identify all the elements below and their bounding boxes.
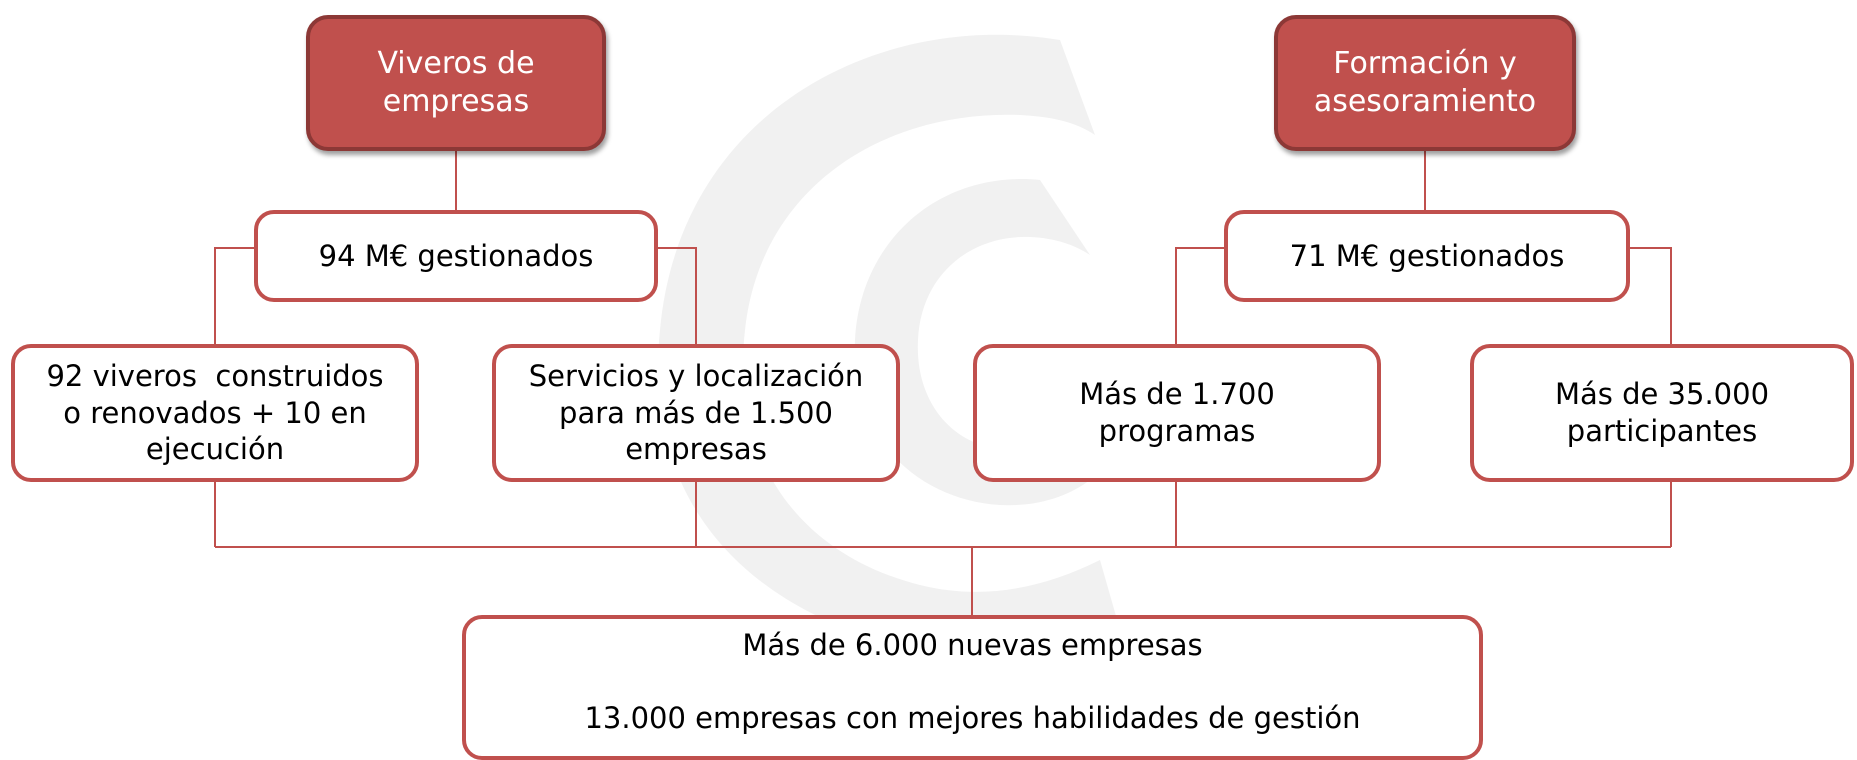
outcome-servicios-line-2: para más de 1.500 (559, 395, 833, 430)
outcome-viveros-line-2: o renovados + 10 en (63, 395, 367, 430)
outcome-viveros-construidos-box: 92 viveros construidos o renovados + 10 … (11, 344, 419, 482)
outcome-viveros-line-1: 92 viveros construidos (46, 358, 384, 393)
connector-94-to-92 (214, 247, 256, 346)
budget-viveros-text: 94 M€ gestionados (318, 238, 594, 273)
outcome-programas-line-1: Más de 1.700 (1079, 377, 1275, 412)
header-formacion-line-1: Formación y (1333, 45, 1517, 81)
outcome-participantes-line-1: Más de 35.000 (1554, 377, 1770, 412)
header-formacion-line-2: asesoramiento (1313, 84, 1537, 119)
outcome-servicios-line-3: empresas (625, 432, 767, 467)
outcome-servicios-box: Servicios y localización para más de 1.5… (492, 344, 900, 482)
header-viveros-line-1: Viveros de (377, 45, 535, 81)
connector-94-to-servicios (656, 247, 697, 346)
result-line-2: 13.000 empresas con mejores habilidades … (584, 700, 1361, 735)
watermark-c-inner (854, 179, 1090, 506)
header-viveros-line-2: empresas (382, 84, 530, 119)
budget-viveros-box: 94 M€ gestionados (254, 210, 658, 302)
budget-formacion-box: 71 M€ gestionados (1224, 210, 1630, 302)
outcome-viveros-line-3: ejecución (145, 432, 285, 467)
outcome-participantes-box: Más de 35.000 participantes (1470, 344, 1854, 482)
header-formacion-y-asesoramiento: Formación y asesoramiento (1274, 15, 1576, 151)
connector-71-to-1700 (1175, 247, 1226, 346)
outcome-programas-box: Más de 1.700 programas (973, 344, 1381, 482)
result-box: Más de 6.000 nuevas empresas 13.000 empr… (462, 615, 1483, 760)
outcome-participantes-line-2: participantes (1566, 414, 1758, 448)
watermark-logo (657, 34, 1120, 658)
outcome-programas-line-2: programas (1098, 414, 1256, 448)
header-viveros-de-empresas: Viveros de empresas (306, 15, 606, 151)
budget-formacion-text: 71 M€ gestionados (1289, 238, 1565, 273)
outcome-servicios-line-1: Servicios y localización (528, 358, 864, 393)
result-line-1: Más de 6.000 nuevas empresas (742, 628, 1203, 662)
connector-71-to-35000 (1628, 247, 1672, 346)
watermark-c-outer (657, 34, 1120, 658)
